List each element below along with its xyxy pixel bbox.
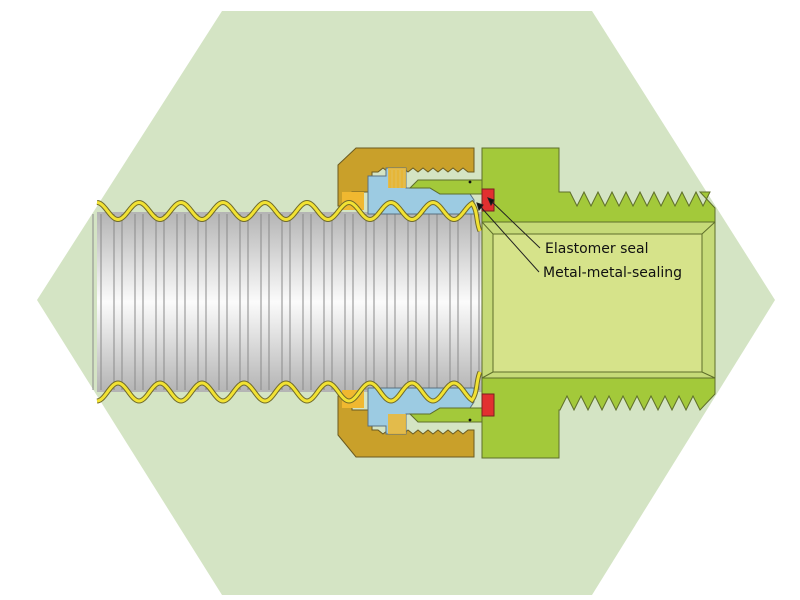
corrugated-hose — [92, 212, 487, 392]
leader-elastomer-seal — [489, 199, 541, 249]
bore-edge-tr — [701, 221, 716, 235]
corrugation-lines — [92, 214, 480, 390]
bore-edge-bl — [481, 371, 494, 379]
top-contact-dot — [468, 180, 472, 184]
hose-wave-bottom-yellow — [96, 371, 482, 403]
hose-wave-top-yellow — [96, 200, 482, 232]
label-elastomer-seal: Elastomer seal — [545, 241, 649, 257]
hose-cylinder — [97, 212, 487, 392]
bore-edge-br — [701, 371, 716, 379]
bore-edge-tl — [481, 221, 494, 235]
label-metal-metal-sealing: Metal-metal-sealing — [543, 265, 682, 281]
sleeve-top-thread-band — [388, 168, 406, 188]
leader-metal-sealing — [478, 204, 540, 273]
sleeve-bottom-thread-band — [388, 414, 406, 434]
nut-top-inner-highlight — [342, 192, 364, 210]
callout-leaders — [476, 197, 541, 273]
bottom-contact-dot — [468, 418, 472, 422]
fitting-body — [408, 147, 716, 459]
arrow-metal-sealing — [476, 202, 484, 212]
elastomer-seal-bottom — [481, 393, 495, 417]
arrow-elastomer-seal — [487, 197, 495, 207]
